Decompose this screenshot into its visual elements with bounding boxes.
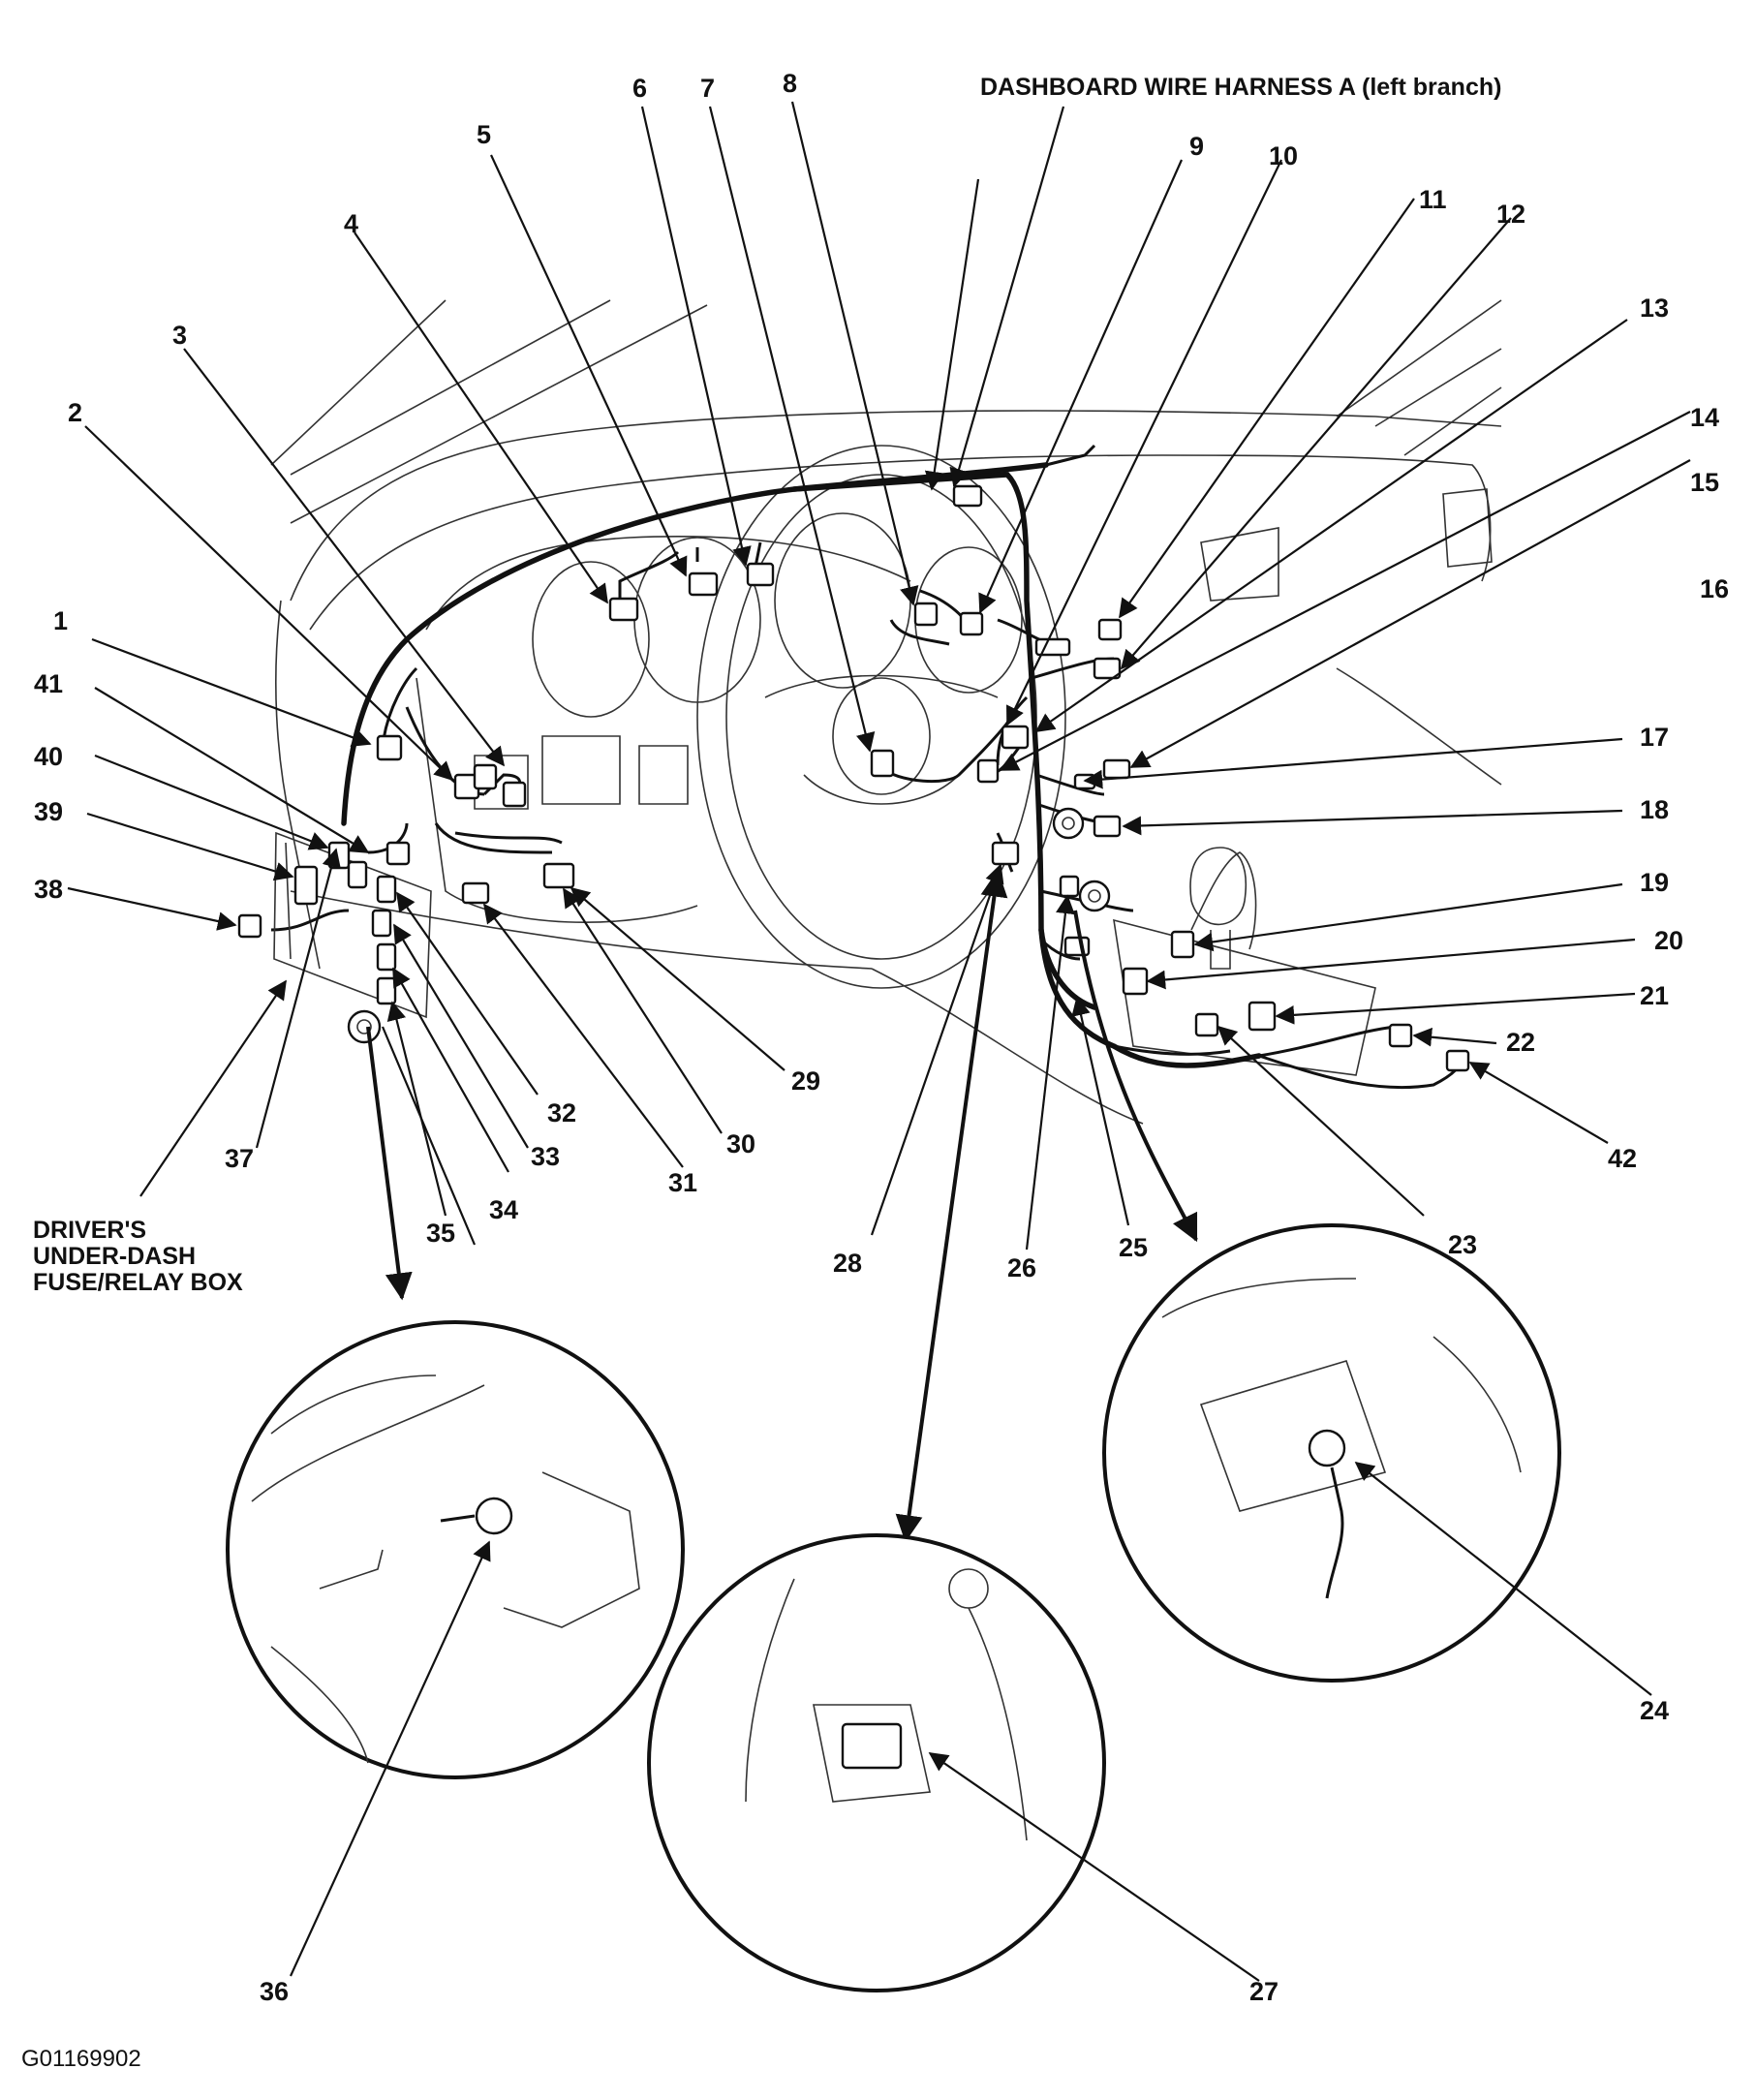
callout-22: 22 [1506, 1028, 1535, 1057]
main-harness [341, 444, 1464, 1090]
callout-32: 32 [547, 1098, 576, 1127]
box-label-line1: DRIVER'S [33, 1217, 146, 1244]
callout-3: 3 [172, 321, 187, 350]
callout-38: 38 [34, 875, 63, 904]
callout-27: 27 [1249, 1977, 1278, 2006]
callout-16: 16 [1700, 574, 1729, 603]
callout-2: 2 [68, 398, 82, 427]
callout-29: 29 [791, 1066, 820, 1096]
callout-28: 28 [833, 1249, 862, 1278]
callout-18: 18 [1640, 795, 1669, 824]
dashboard-outline [270, 299, 1502, 1125]
callout-26: 26 [1007, 1253, 1036, 1282]
callout-37: 37 [225, 1144, 254, 1173]
callout-39: 39 [34, 797, 63, 826]
callout-31: 31 [668, 1168, 697, 1197]
figure-code: G01169902 [21, 2046, 141, 2072]
inset-ground-24 [1102, 1223, 1561, 1683]
callout-13: 13 [1640, 293, 1669, 323]
callout-4: 4 [344, 209, 358, 238]
box-label-line3: FUSE/RELAY BOX [33, 1269, 243, 1296]
connectors [237, 484, 1470, 1072]
diagram-labels: DASHBOARD WIRE HARNESS A (left branch) D… [21, 69, 1729, 2072]
inset-leader-lines [289, 1461, 1652, 1982]
callout-21: 21 [1640, 981, 1669, 1010]
inset-connector-27 [647, 1533, 1106, 1992]
callout-11: 11 [1419, 185, 1447, 214]
callout-20: 20 [1654, 926, 1683, 955]
callout-23: 23 [1448, 1230, 1477, 1259]
callout-10: 10 [1269, 141, 1298, 170]
diagram-title: DASHBOARD WIRE HARNESS A (left branch) [980, 74, 1501, 101]
callout-42: 42 [1608, 1144, 1637, 1173]
callout-40: 40 [34, 742, 63, 771]
callout-5: 5 [477, 120, 491, 149]
callout-7: 7 [700, 74, 715, 103]
leader-lines [67, 101, 1691, 1251]
fuse-relay-box [273, 831, 432, 1019]
callout-9: 9 [1189, 132, 1204, 161]
callout-24: 24 [1640, 1696, 1669, 1725]
inset-ground-36 [226, 1320, 685, 1779]
callout-15: 15 [1690, 468, 1719, 497]
callout-25: 25 [1119, 1233, 1148, 1262]
callout-33: 33 [531, 1142, 560, 1171]
callout-12: 12 [1496, 200, 1525, 229]
detail-arrows [366, 869, 1198, 1543]
shift-lever [1189, 847, 1247, 970]
callout-34: 34 [489, 1195, 518, 1224]
callout-14: 14 [1690, 403, 1719, 432]
callout-8: 8 [783, 69, 797, 98]
callout-30: 30 [726, 1129, 755, 1158]
callout-41: 41 [34, 669, 63, 698]
callout-19: 19 [1640, 868, 1669, 897]
callout-35: 35 [426, 1219, 455, 1248]
callout-17: 17 [1640, 723, 1669, 752]
callout-1: 1 [53, 606, 68, 635]
box-label-line2: UNDER-DASH [33, 1243, 196, 1270]
callout-6: 6 [632, 74, 647, 103]
callout-36: 36 [260, 1977, 289, 2006]
ground-bolts [347, 807, 1111, 1044]
